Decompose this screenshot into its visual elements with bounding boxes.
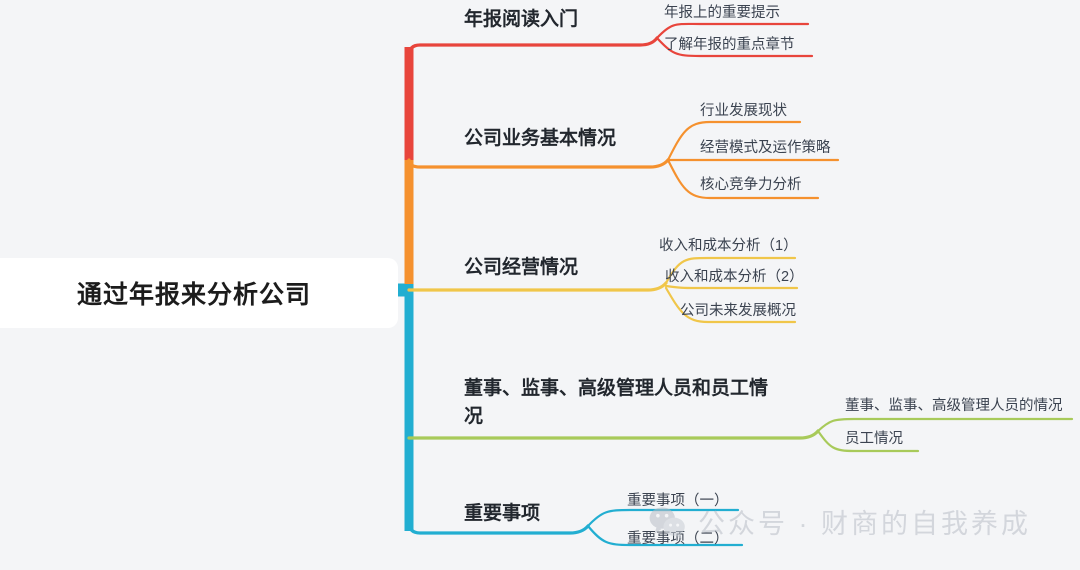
- child-label-5-2[interactable]: 重要事项（二）: [627, 531, 729, 547]
- branch-1-child-2-wire: [655, 36, 814, 58]
- child-label-2-2[interactable]: 经营模式及运作策略: [700, 140, 831, 156]
- branch-title-4[interactable]: 董事、监事、高级管理人员和员工情 况: [464, 378, 769, 427]
- branch-3-trunk: [407, 281, 668, 292]
- root-node-label: 通过年报来分析公司: [76, 281, 311, 309]
- child-label-5-1[interactable]: 重要事项（一）: [627, 493, 729, 509]
- branch-5-trunk: [407, 520, 590, 535]
- branch-3-child-3-wire: [664, 286, 797, 324]
- branch-2-trunk: [407, 158, 670, 169]
- child-label-3-3[interactable]: 公司未来发展概况: [680, 303, 796, 319]
- child-label-2-1[interactable]: 行业发展现状: [700, 103, 787, 119]
- branch-5-child-2-wire: [586, 524, 744, 547]
- branch-4-trunk: [407, 429, 820, 440]
- child-label-3-2[interactable]: 收入和成本分析（2）: [665, 269, 804, 285]
- branch-4-child-1-wire: [816, 417, 1074, 433]
- child-label-1-1[interactable]: 年报上的重要提示: [664, 5, 780, 21]
- branch-2-child-3-wire: [666, 158, 820, 200]
- branch-1-trunk: [407, 36, 659, 58]
- child-label-2-3[interactable]: 核心竞争力分析: [700, 177, 802, 193]
- branch-4-child-2-wire: [816, 429, 920, 453]
- branch-3-child-1-wire: [664, 256, 797, 285]
- child-label-1-2[interactable]: 了解年报的重点章节: [664, 37, 795, 53]
- branch-1-child-1-wire: [655, 22, 810, 40]
- branch-3-child-2-wire: [664, 284, 799, 290]
- branch-title-3[interactable]: 公司经营情况: [464, 257, 579, 278]
- child-label-4-1[interactable]: 董事、监事、高级管理人员的情况: [845, 398, 1063, 414]
- child-label-3-1[interactable]: 收入和成本分析（1）: [659, 238, 798, 254]
- root-node[interactable]: 通过年报来分析公司: [0, 258, 398, 328]
- branch-title-2[interactable]: 公司业务基本情况: [464, 128, 617, 149]
- branch-5-child-1-wire: [586, 508, 740, 528]
- child-label-4-2[interactable]: 员工情况: [845, 431, 903, 447]
- branch-title-1[interactable]: 年报阅读入门: [464, 9, 579, 30]
- branch-title-5[interactable]: 重要事项: [464, 503, 541, 524]
- branch-2-child-1-wire: [666, 120, 802, 162]
